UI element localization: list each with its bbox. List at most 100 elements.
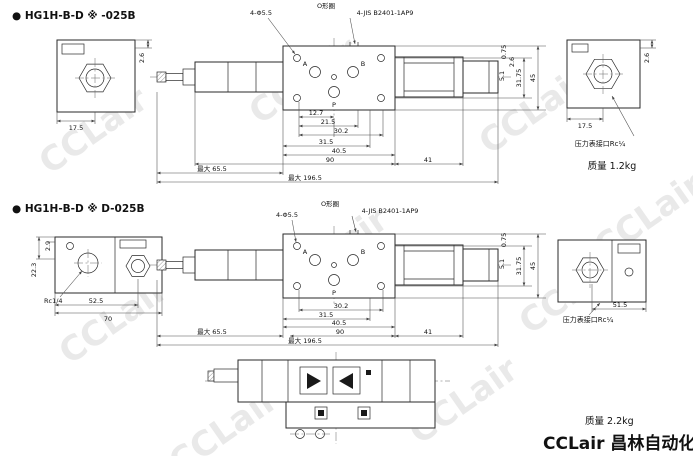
d2-front-view: A B P bbox=[150, 226, 512, 306]
d2-bottom-symbol-view bbox=[205, 352, 450, 444]
d1-port-b-label: B bbox=[361, 60, 365, 68]
d2-right-side-view: 51.5 压力表接口Rc¼ bbox=[557, 239, 647, 324]
d2-dim-max-left: 最大 65.5 bbox=[197, 327, 227, 336]
drawing-1: ● HG1H-B-D ※ -025B 2.6 17.5 bbox=[12, 2, 656, 184]
d1-dim-v3: 5.1 bbox=[498, 71, 506, 81]
d2-bolt-hole bbox=[377, 282, 385, 290]
d1-bolt-hole bbox=[293, 54, 301, 62]
d1-dim-h7: 41 bbox=[424, 156, 432, 164]
d2-dim-lv1: 2.9 bbox=[44, 241, 52, 251]
d2-spring-chamber bbox=[394, 244, 464, 286]
d2-port-a-circle bbox=[309, 254, 321, 266]
d2-left-hex-nut bbox=[125, 255, 151, 277]
d2-port-p-label: P bbox=[332, 289, 336, 297]
d2-bolt-hole bbox=[293, 242, 301, 250]
d2-dim-v5: 45 bbox=[529, 262, 537, 270]
d2-end-cap bbox=[462, 248, 499, 282]
d2-left-side-view: 2.9 22.3 Rc1/4 52.5 70 bbox=[30, 236, 163, 323]
d2-dim-h3: 30.2 bbox=[334, 302, 348, 310]
drawing-1-title: ● HG1H-B-D ※ -025B bbox=[12, 10, 136, 22]
d1-right-nameplate bbox=[571, 43, 589, 53]
d2b-screw-tip bbox=[207, 370, 215, 382]
d2-adjust-screw-tip bbox=[156, 259, 167, 271]
d1-adjust-screw bbox=[165, 73, 184, 81]
d1-dim-max-total: 最大 196.5 bbox=[288, 173, 322, 182]
d1-adjust-screw-tip bbox=[156, 71, 167, 83]
d2-dim-max-total: 最大 196.5 bbox=[288, 336, 322, 345]
d1-dim-h1: 12.7 bbox=[309, 109, 323, 117]
d1-dim-side-width: 17.5 bbox=[69, 124, 83, 132]
d1-dim-rv-width: 17.5 bbox=[578, 122, 592, 130]
d2-port-b-circle bbox=[347, 254, 359, 266]
d2-callout-gauge: 压力表接口Rc¼ bbox=[563, 315, 614, 324]
d1-dim-rv-thickness: 2.6 bbox=[643, 53, 651, 63]
d1-right-side-view: 2.6 17.5 压力表接口Rc¼ bbox=[566, 39, 656, 148]
d1-lock-nut bbox=[182, 68, 196, 86]
d2-left-small-hole bbox=[66, 242, 74, 250]
d1-dim-v4: 31.75 bbox=[515, 69, 523, 88]
d2-center-hole bbox=[331, 262, 337, 268]
d2-valve-body bbox=[194, 249, 284, 281]
d1-dim-h5: 40.5 bbox=[332, 147, 346, 155]
d1-mass-label: 质量 1.2kg bbox=[588, 160, 637, 172]
d1-port-b-circle bbox=[347, 66, 359, 78]
d2-callouts: 4-Φ5.5 O形圈 4-JIS B2401-1AP9 bbox=[276, 200, 419, 243]
d2-port-a-label: A bbox=[303, 248, 308, 256]
d2b-body bbox=[237, 359, 436, 403]
d2-callout-oring-spec: 4-JIS B2401-1AP9 bbox=[362, 207, 419, 215]
d1-bolt-hole bbox=[377, 54, 385, 62]
d2-dim-h5: 40.5 bbox=[332, 319, 346, 327]
d2-dim-h4: 31.5 bbox=[319, 311, 333, 319]
d2-left-hex-circle bbox=[131, 259, 145, 273]
d1-center-hole bbox=[331, 74, 337, 80]
d2b-plate-box-2 bbox=[357, 406, 371, 420]
d2-dim-rv-width: 51.5 bbox=[613, 301, 627, 309]
d1-dim-h6: 90 bbox=[326, 156, 334, 164]
d2-right-nameplate bbox=[617, 243, 641, 254]
d1-dim-side-thickness: 2.6 bbox=[138, 53, 146, 63]
d2-vertical-dims: 0.75 5.1 31.75 45 bbox=[395, 233, 546, 299]
d2-right-gauge-port bbox=[581, 261, 599, 279]
d1-front-view: A B P bbox=[150, 38, 512, 118]
d2b-screw bbox=[213, 368, 239, 383]
d1-valve-body bbox=[194, 61, 284, 93]
d1-dim-h4: 31.5 bbox=[319, 138, 333, 146]
d1-callout-gauge: 压力表接口Rc¼ bbox=[575, 139, 626, 148]
d1-dim-v2: 2.6 bbox=[508, 57, 516, 67]
d1-port-a-circle bbox=[309, 66, 321, 78]
d2-adjust-screw bbox=[165, 261, 184, 269]
d1-port-p-circle bbox=[328, 86, 340, 98]
d2-dim-lb1: 52.5 bbox=[89, 297, 103, 305]
d1-callout-oring-spec: 4-JIS B2401-1AP9 bbox=[357, 9, 414, 17]
d2-port-b-label: B bbox=[361, 248, 365, 256]
d2b-arrow-left-icon bbox=[339, 373, 353, 389]
d2b-plate-mark-2 bbox=[361, 410, 367, 416]
d1-port-p-label: P bbox=[332, 101, 336, 109]
d2-port-p-circle bbox=[328, 274, 340, 286]
d1-spring-chamber bbox=[394, 56, 464, 98]
d2-left-nameplate bbox=[119, 239, 147, 249]
d1-dim-v1: 0.75 bbox=[500, 45, 508, 59]
drawing-2-title: ● HG1H-B-D ※ D-025B bbox=[12, 203, 144, 215]
d2-callout-rc: Rc1/4 bbox=[44, 297, 63, 305]
d1-bolt-hole bbox=[293, 94, 301, 102]
d2-mass-label: 质量 2.2kg bbox=[585, 415, 634, 427]
d1-dim-h3: 30.2 bbox=[334, 127, 348, 135]
d1-left-nameplate bbox=[61, 43, 85, 55]
d2-dim-h7: 41 bbox=[424, 328, 432, 336]
d1-vertical-dims: 0.75 2.6 5.1 31.75 45 bbox=[395, 45, 546, 111]
d2b-plate-box-1 bbox=[314, 406, 328, 420]
d2-right-small-hole bbox=[624, 267, 634, 277]
d1-dim-h2: 21.5 bbox=[321, 118, 335, 126]
d2-bolt-hole bbox=[293, 282, 301, 290]
d2b-symbol-box-1 bbox=[299, 366, 328, 395]
d1-callout-oring: O形圈 bbox=[317, 2, 335, 10]
d2b-sub-plate bbox=[285, 401, 436, 429]
d1-end-cap bbox=[462, 60, 499, 94]
d2b-symbol-box-2 bbox=[332, 366, 361, 395]
d1-bottom-dims: 12.7 21.5 30.2 31.5 40.5 90 41 最大 65.5 最… bbox=[156, 92, 499, 184]
d1-mounting-plate bbox=[282, 45, 396, 111]
d1-bolt-hole bbox=[377, 94, 385, 102]
d1-callouts: 4-Φ5.5 O形圈 4-JIS B2401-1AP9 bbox=[250, 2, 414, 55]
